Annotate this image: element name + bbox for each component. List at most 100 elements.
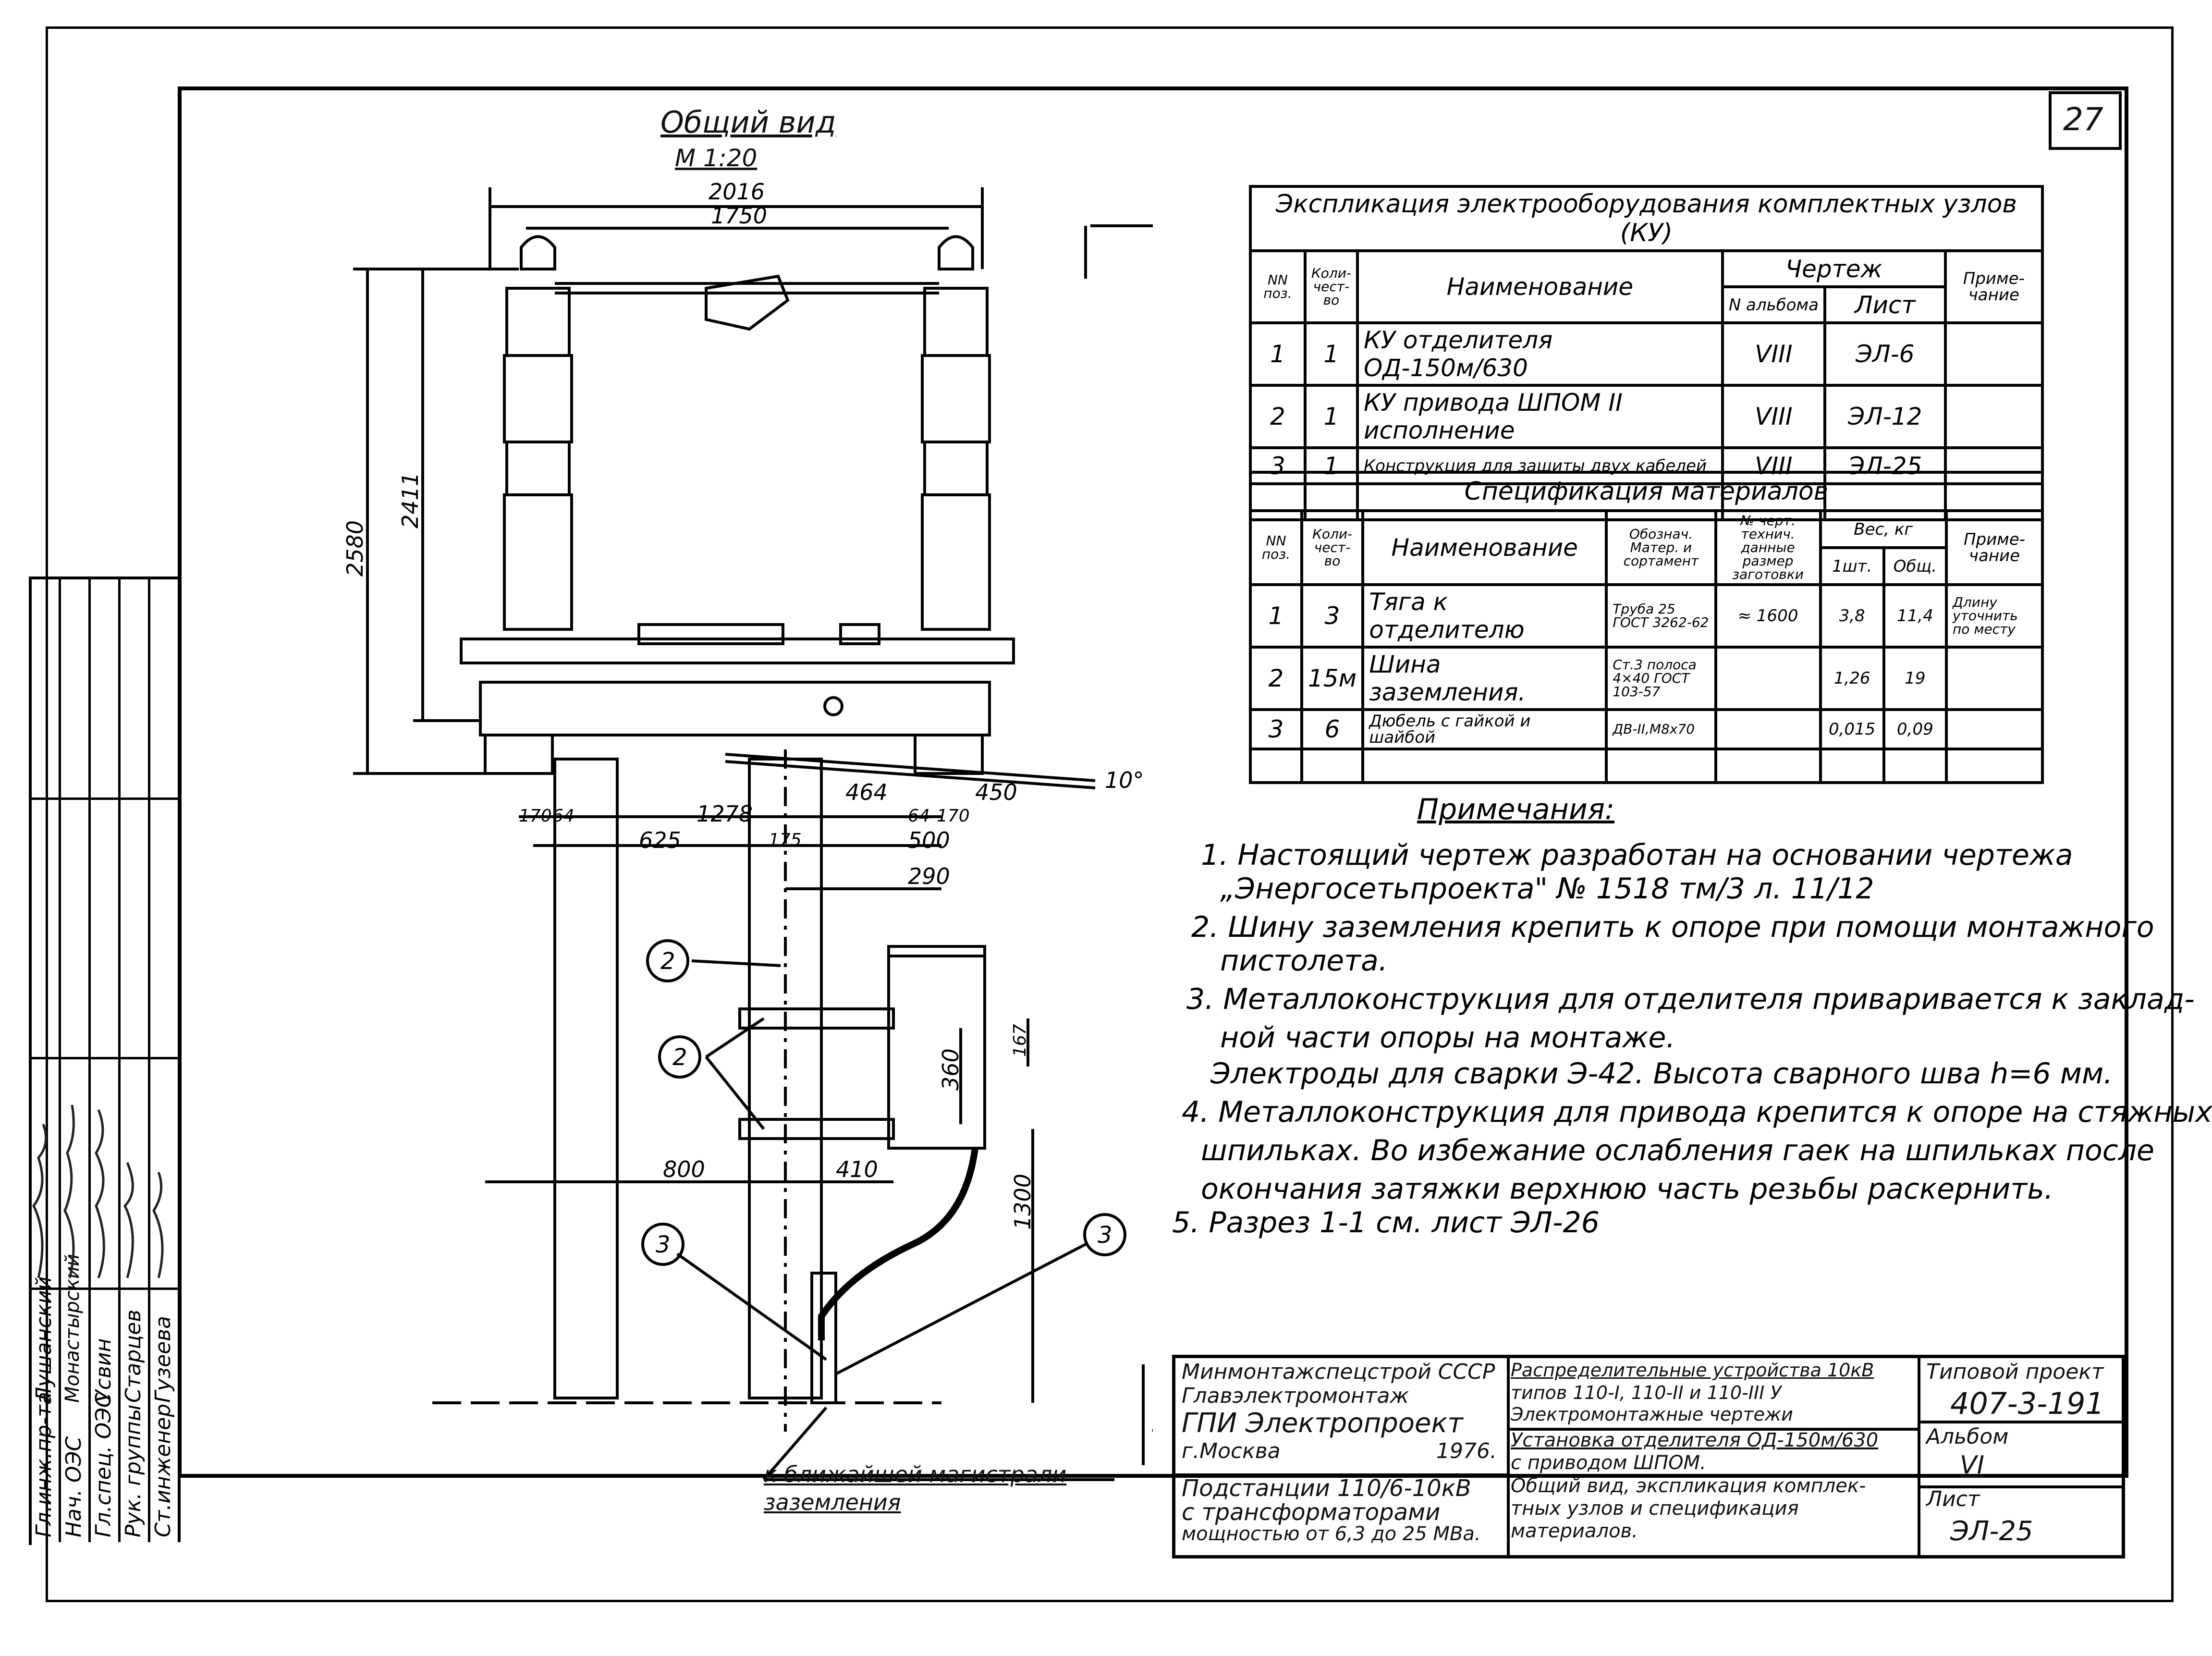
tb-inst5: материалов. [1511,1520,1638,1542]
notes-line: 2. Шину заземления крепить к опоре при п… [1191,910,2154,944]
view-title: Общий вид [660,105,836,140]
ground-note: к ближайшей магистрали заземления [764,1461,1067,1515]
tb-sheet-number: ЭЛ-25 [1950,1516,2033,1547]
dim-625: 625 [639,827,681,853]
view-scale: М 1:20 [675,144,758,172]
dim-290: 290 [908,863,950,889]
dim-464: 464 [845,779,888,805]
tb-org1: Минмонтажспецстрой СССР [1182,1360,1495,1384]
notes-line: 4. Металлоконструкция для привода крепит… [1182,1095,2212,1129]
tb-album-label: Альбом [1926,1424,2009,1449]
dim-2016: 2016 [709,179,765,205]
notes-line: 3. Металлоконструкция для отделителя при… [1186,982,2195,1016]
specification-title: Спецификация материалов [1249,471,2044,512]
callout-3b: 3 [1098,1222,1112,1249]
spec-head-w-total: Общ. [1882,546,1948,586]
tb-dev1: Распределительные устройства 10кВ [1511,1360,1874,1381]
dim-175: 175 [769,830,802,850]
notes-line: пистолета. [1220,944,1388,978]
explication-table: Экспликация электрооборудования комплект… [1249,185,2044,521]
title-block [1172,1355,2125,1558]
tb-sub1: Подстанции 110/6-10кВ [1182,1475,1471,1502]
signature-name: Усвин [91,1338,116,1403]
outer-frame [46,26,2174,1602]
switch-assembly-drawing: 2016 1750 2580 2411 170 64 1278 625 175 … [342,179,1153,1481]
tb-dev3: Электромонтажные чертежи [1511,1404,1793,1425]
dim-10deg: 10° [1105,767,1144,793]
dim-167: 167 [1010,1024,1030,1057]
spec-head-drawing-no: № черт. технич. данные размер заготовки [1714,509,1822,586]
signature-role: Ст.инженер [151,1403,175,1537]
explication-title: Экспликация электрооборудования комплект… [1249,185,2044,252]
signature-name: Старцев [121,1309,146,1403]
signature-role: Гл.инж.пр-та [32,1392,56,1537]
tb-dev2: типов 110-I, 110-II и 110-III У [1511,1382,1782,1403]
notes-line: ной части опоры на монтаже. [1220,1021,1675,1055]
callout-3a: 3 [656,1231,671,1258]
tb-sub2: с трансформаторами [1182,1499,1441,1526]
callout-2a: 2 [660,948,675,975]
dim-2580: 2580 [342,520,368,577]
spec-head-note: Приме-чание [1944,509,2044,586]
dim-450: 450 [975,779,1017,805]
tb-org3: ГПИ Электропроект [1182,1408,1463,1439]
spec-head-w-unit: 1шт. [1819,546,1885,586]
dim-800: 800 [663,1156,705,1182]
dim-1278: 1278 [697,801,753,827]
notes-line: Электроды для сварки Э-42. Высота сварно… [1210,1057,2113,1091]
dim-64b: 64 [908,806,930,826]
tb-album-number: VI [1960,1451,1984,1480]
exp-head-drawing: Чертеж [1721,249,1947,288]
tb-inst3: Общий вид, экспликация комплек- [1511,1475,1866,1497]
exp-head-name: Наименование [1356,249,1724,324]
notes-line: шпильках. Во избежание ослабления гаек н… [1201,1134,2154,1167]
exp-head-qty: Коли-чест-во [1303,249,1359,324]
exp-head-album: N альбома [1721,285,1826,324]
signature-name: Гузеева [151,1316,175,1403]
spec-head-designation: Обознач. Матер. и сортамент [1605,509,1717,586]
dim-360: 360 [938,1048,964,1091]
spec-head-pos: NN поз. [1249,509,1303,586]
dim-410: 410 [836,1156,878,1182]
tb-sub3: мощностью от 6,3 до 25 МВа. [1182,1523,1481,1545]
tb-project-number: 407-3-191 [1950,1386,2104,1421]
tb-inst1: Установка отделителя ОД-150м/630 [1511,1429,1879,1451]
notes-line: окончания затяжки верхнюю часть резьбы р… [1201,1172,2053,1206]
spec-head-qty: Коли-чест-во [1300,509,1365,586]
notes-line: 5. Разрез 1-1 см. лист ЭЛ-26 [1172,1206,1600,1239]
signature-role: Рук. группы [121,1404,146,1537]
exp-head-note: Приме-чание [1943,249,2044,324]
dim-64: 64 [552,806,574,826]
section-mark-bottom: 1 [1150,1404,1153,1439]
tb-org2: Главэлектромонтаж [1182,1384,1409,1408]
tb-city: г.Москва [1182,1439,1281,1463]
signature-name: Лушанский [32,1276,56,1403]
signature-role: Гл.спец. ОЭС [91,1393,116,1537]
spec-head-name: Наименование [1361,509,1608,586]
dim-1300: 1300 [1010,1174,1036,1230]
tb-sheet-label: Лист [1926,1487,1980,1511]
dim-500: 500 [908,827,950,853]
exp-head-pos: NN поз. [1249,249,1307,324]
dim-2411: 2411 [397,472,423,528]
notes-line: 1. Настоящий чертеж разработан на основа… [1201,838,2073,872]
dim-170a: 170 [519,806,552,826]
tb-inst4: тных узлов и спецификация [1511,1497,1799,1520]
tb-inst2: с приводом ШПОМ. [1511,1452,1706,1474]
sheet-number: 27 [2063,101,2103,138]
notes-title: Примечания: [1417,793,1615,826]
notes-line: „Энергосетьпроекта" № 1518 тм/3 л. 11/12 [1220,872,1874,906]
signature-strip [29,577,181,1545]
sheet-number-box [2049,91,2122,150]
exp-head-sheet: Лист [1823,285,1947,324]
tb-project-label: Типовой проект [1926,1360,2104,1384]
dim-1750: 1750 [711,203,767,229]
dim-170b: 170 [937,806,970,826]
specification-table: Спецификация материалов NN поз. Коли-чес… [1249,471,2044,784]
tb-year: 1976. [1436,1439,1497,1463]
